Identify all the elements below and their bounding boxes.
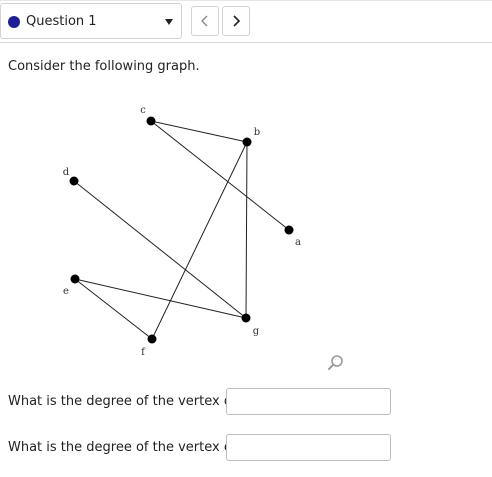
caret-down-icon	[165, 19, 173, 25]
magnifier-icon[interactable]	[327, 354, 345, 372]
graph-vertex-a	[284, 225, 294, 235]
graph-vertex-label-g: g	[253, 326, 260, 337]
graph-vertex-label-a: a	[295, 237, 301, 248]
next-question-button[interactable]	[222, 6, 250, 36]
graph-vertex-f	[147, 334, 157, 344]
degree-d-input[interactable]	[226, 388, 391, 415]
graph-vertex-label-c: c	[140, 105, 146, 116]
question-e-text: What is the degree of the vertex e?	[8, 440, 239, 455]
graph-edge-c-b	[150, 120, 248, 143]
header-divider	[0, 42, 492, 43]
graph-vertex-d	[69, 176, 79, 186]
graph-vertex-e	[70, 274, 80, 284]
top-border	[0, 0, 492, 1]
previous-question-button[interactable]	[191, 6, 219, 36]
graph-vertex-b	[242, 137, 252, 147]
chevron-right-icon	[233, 15, 241, 27]
degree-e-input[interactable]	[226, 434, 391, 461]
graph-vertex-g	[241, 313, 251, 323]
graph-edge-e-g	[74, 278, 247, 319]
graph-vertex-label-f: f	[141, 347, 146, 358]
graph-edge-b-g	[245, 141, 248, 319]
graph-vertex-label-d: d	[63, 167, 70, 178]
graph-edge-d-g	[73, 180, 247, 319]
graph-edge-c-a	[150, 120, 290, 231]
graph-vertex-c	[146, 116, 156, 126]
graph-vertex-label-e: e	[63, 286, 69, 297]
question-selector[interactable]: Question 1	[0, 3, 182, 39]
question-d-text: What is the degree of the vertex d?	[8, 394, 239, 409]
graph-edge-e-f	[74, 278, 153, 340]
graph-vertex-label-b: b	[254, 127, 260, 138]
question-prompt: Consider the following graph.	[8, 59, 200, 74]
chevron-left-icon	[201, 15, 208, 27]
graph-edge-b-f	[151, 141, 248, 340]
question-label: Question 1	[26, 14, 97, 29]
status-dot-icon	[8, 16, 20, 28]
